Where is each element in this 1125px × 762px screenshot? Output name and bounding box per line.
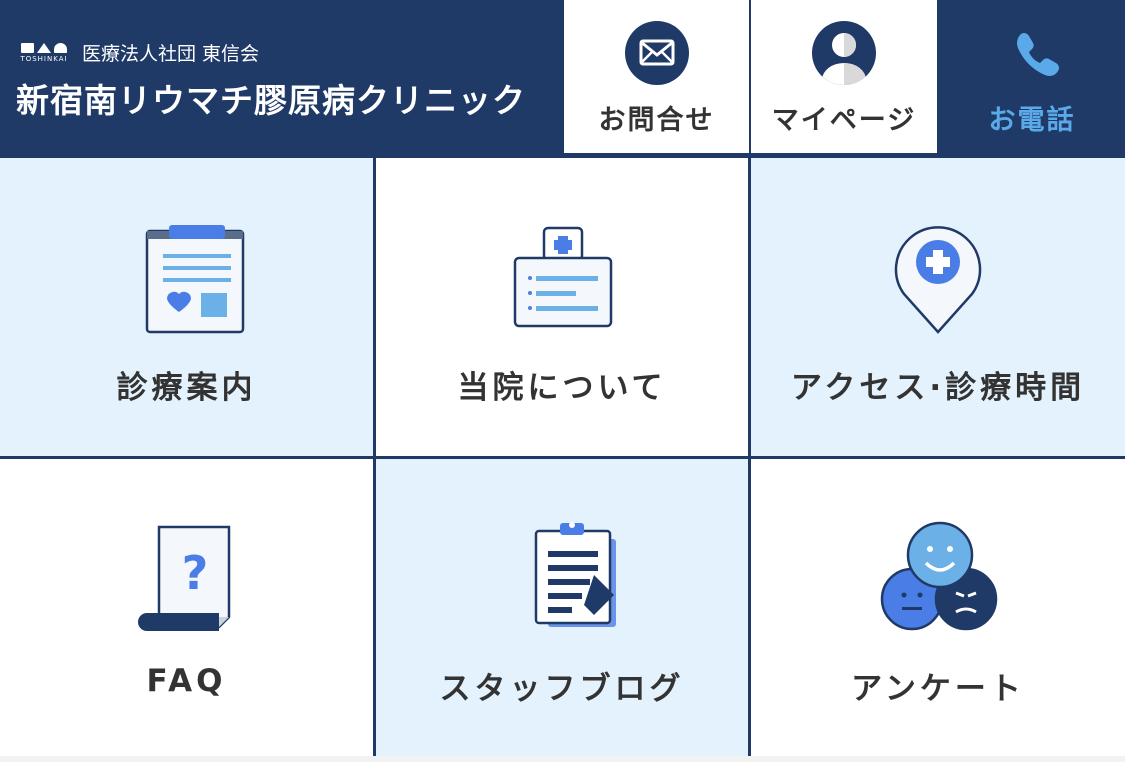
phone-button[interactable]: お電話 <box>939 0 1125 153</box>
toshinkai-logo: TOSHINKAI <box>16 42 72 63</box>
menu-label-about: 当院について <box>457 370 667 406</box>
corporation-name: 医療法人社団 東信会 <box>82 42 260 65</box>
hospital-icon <box>513 226 613 328</box>
contact-button[interactable]: お問合せ <box>564 0 749 153</box>
clinic-name: 新宿南リウマチ膠原病クリニック <box>16 81 526 120</box>
menu-label-medical-guide: 診療案内 <box>116 370 257 406</box>
menu-item-faq[interactable]: ? FAQ <box>0 459 373 762</box>
menu-label-staff-blog: スタッフブログ <box>439 671 685 707</box>
user-icon <box>812 21 876 85</box>
menu-label-access-hours: アクセス·診療時間 <box>790 370 1086 406</box>
menu-item-staff-blog[interactable]: スタッフブログ <box>376 459 748 762</box>
menu-label-survey: アンケート <box>851 671 1025 707</box>
clipboard-blog-icon <box>534 522 616 627</box>
faq-document-icon: ? <box>137 525 230 631</box>
menu-grid: 診療案内 当院について アクセス·診療時間 <box>0 155 1125 762</box>
logo-text: TOSHINKAI <box>20 54 68 63</box>
menu-item-medical-guide[interactable]: 診療案内 <box>0 158 373 456</box>
site-header: TOSHINKAI 医療法人社団 東信会 新宿南リウマチ膠原病クリニック お問合… <box>0 0 1125 155</box>
mypage-label: マイページ <box>771 105 917 136</box>
phone-icon <box>1017 32 1060 76</box>
menu-item-access-hours[interactable]: アクセス·診療時間 <box>751 158 1125 456</box>
menu-item-survey[interactable]: アンケート <box>751 459 1125 762</box>
phone-label: お電話 <box>988 105 1076 136</box>
medical-chart-icon <box>145 225 244 334</box>
footer-strip <box>0 756 1125 762</box>
menu-item-about[interactable]: 当院について <box>376 158 748 456</box>
brand-logo-block[interactable]: TOSHINKAI 医療法人社団 東信会 新宿南リウマチ膠原病クリニック <box>16 40 526 122</box>
map-pin-icon <box>894 226 982 334</box>
svg-text:?: ? <box>181 546 208 600</box>
faces-survey-icon <box>880 521 998 631</box>
mypage-button[interactable]: マイページ <box>751 0 937 153</box>
contact-label: お問合せ <box>598 105 715 136</box>
mail-icon <box>624 21 689 85</box>
menu-label-faq: FAQ <box>146 663 227 699</box>
